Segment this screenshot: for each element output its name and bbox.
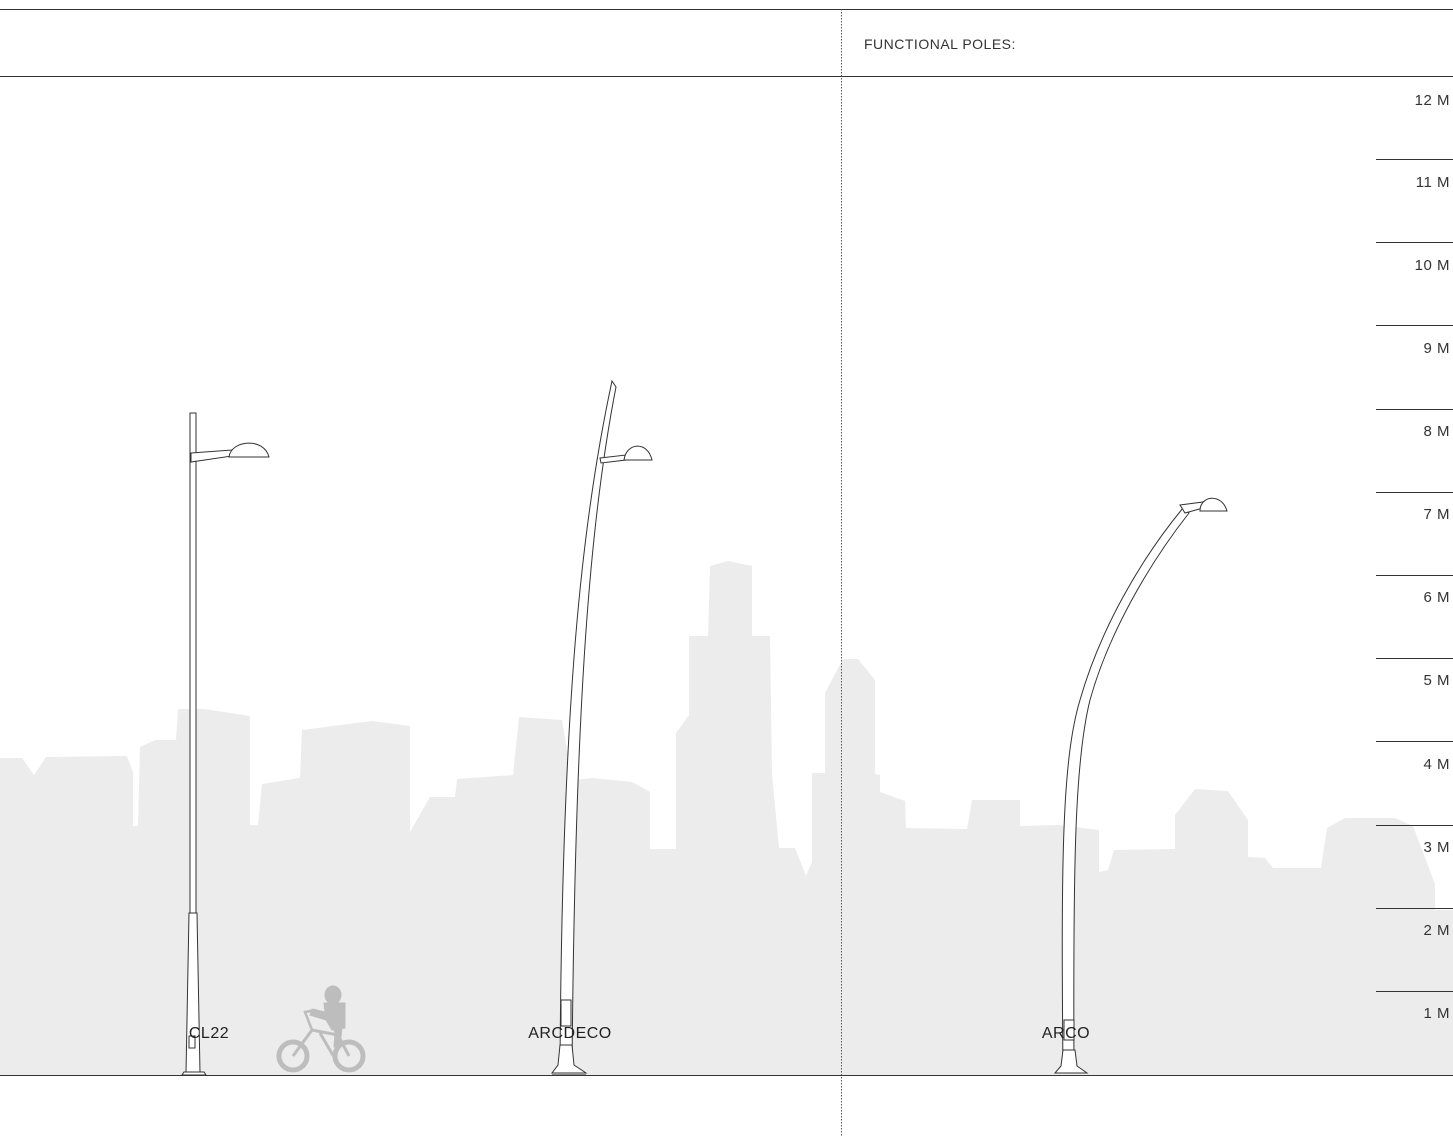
pole-name-arco: ARCO <box>1041 1025 1091 1042</box>
cl22-pole-drawing <box>181 412 270 1076</box>
height-scale-ticks <box>1376 159 1453 992</box>
scale-label-2m: 2 M <box>1423 922 1450 939</box>
scale-label-7m: 7 M <box>1423 506 1450 523</box>
city-skyline-silhouette <box>0 561 1453 1075</box>
scale-label-10m: 10 M <box>1414 257 1450 274</box>
scale-label-6m: 6 M <box>1423 589 1450 606</box>
scale-label-9m: 9 M <box>1423 340 1450 357</box>
pole-name-cl22: CL22 <box>188 1025 230 1042</box>
child-cyclist-silhouette <box>276 985 366 1073</box>
scale-label-1m: 1 M <box>1423 1005 1450 1022</box>
scale-label-8m: 8 M <box>1423 423 1450 440</box>
section-title: FUNCTIONAL POLES: <box>864 36 1016 52</box>
arcdeco-pole-drawing <box>551 379 653 1076</box>
pole-name-arcdeco: ARCDECO <box>528 1025 612 1042</box>
scale-label-11m: 11 M <box>1415 174 1450 191</box>
arco-pole-drawing <box>1053 497 1228 1074</box>
scale-label-12m: 12 M <box>1414 92 1450 109</box>
scale-label-4m: 4 M <box>1423 756 1450 773</box>
frame-lines <box>0 9 1453 1136</box>
scale-label-3m: 3 M <box>1423 839 1450 856</box>
scale-label-5m: 5 M <box>1423 672 1450 689</box>
